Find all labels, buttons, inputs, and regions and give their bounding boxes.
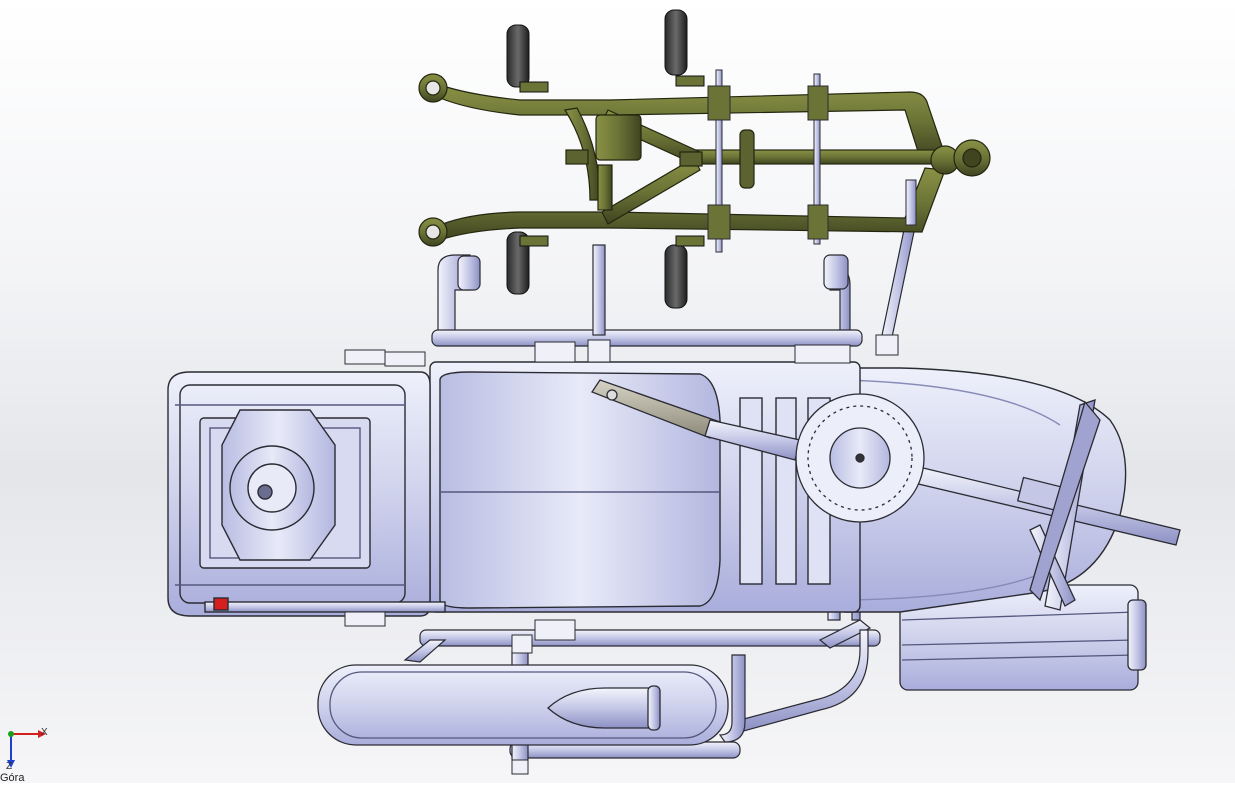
jerry-can[interactable] xyxy=(899,584,1147,691)
motorcycle-frame[interactable] xyxy=(418,73,991,247)
footpeg-grips xyxy=(506,9,705,309)
view-orientation-label: Góra xyxy=(0,772,25,784)
axis-x-label: X xyxy=(41,727,48,738)
machine-gun[interactable] xyxy=(591,379,1181,611)
mounting-brackets xyxy=(344,334,899,775)
axis-triad xyxy=(7,730,46,768)
spare-wheel[interactable] xyxy=(317,664,729,746)
frame-bolts xyxy=(707,69,917,253)
axis-z-label: Z xyxy=(6,761,13,772)
